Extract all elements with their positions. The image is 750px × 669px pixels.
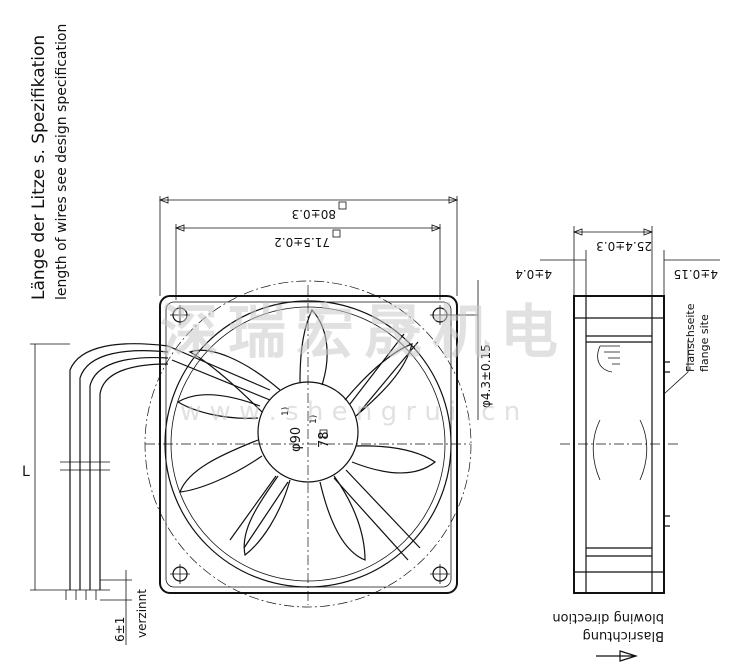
front-dimensions: 80±0.3 71.5±0.2 φ4.3±0.15 — [158, 196, 493, 420]
watermark: 深瑞宏晟机电 w w w . s h e n g r u i . c n — [160, 298, 568, 427]
wire-strip-dimension: 6±1 — [113, 617, 127, 642]
watermark-cn: 深瑞宏晟机电 — [160, 298, 568, 366]
flange-right-dimension: 4±0.15 — [674, 267, 718, 281]
blowing-arrow-icon — [596, 650, 639, 662]
hole-diameter-label: φ4.3±0.15 — [479, 344, 493, 408]
tinned-label: verzinnt — [135, 589, 149, 638]
overall-width-80: 80±0.3 — [292, 207, 336, 221]
wire-length-L: L — [22, 464, 30, 480]
hole-spacing-71-5: 71.5±0.2 — [274, 235, 330, 249]
diameter-90-label: φ90 — [289, 427, 304, 452]
diameter-90-note: 1) — [281, 407, 291, 416]
lead-wires: L 6±1 verzinnt — [22, 343, 169, 645]
blowing-direction-en: blowing direction — [552, 610, 664, 625]
hub-square-78-note: 1) — [309, 415, 319, 424]
blowing-direction-de: Blasrichtung — [583, 628, 664, 643]
flange-left-dimension: 4±0.4 — [515, 267, 552, 281]
wire-length-note-de: Länge der Litze s. Spezifikation — [29, 35, 49, 300]
fan-front-view: φ90 1) 78 1) — [144, 280, 472, 608]
hub-square-78-label: 78 — [317, 431, 332, 448]
fan-side-view: 25.4±0.3 4±0.4 4±0.15 Flanschseite flang… — [515, 226, 720, 594]
flange-side-label-de: Flanschseite — [684, 303, 697, 372]
flange-side-label-en: flange site — [698, 314, 711, 372]
wire-length-note-en: length of wires see design specification — [54, 24, 70, 300]
depth-25-4: 25.4±0.3 — [596, 239, 652, 253]
blowing-direction: blowing direction Blasrichtung — [552, 610, 664, 662]
watermark-url: w w w . s h e n g r u i . c n — [180, 397, 520, 427]
